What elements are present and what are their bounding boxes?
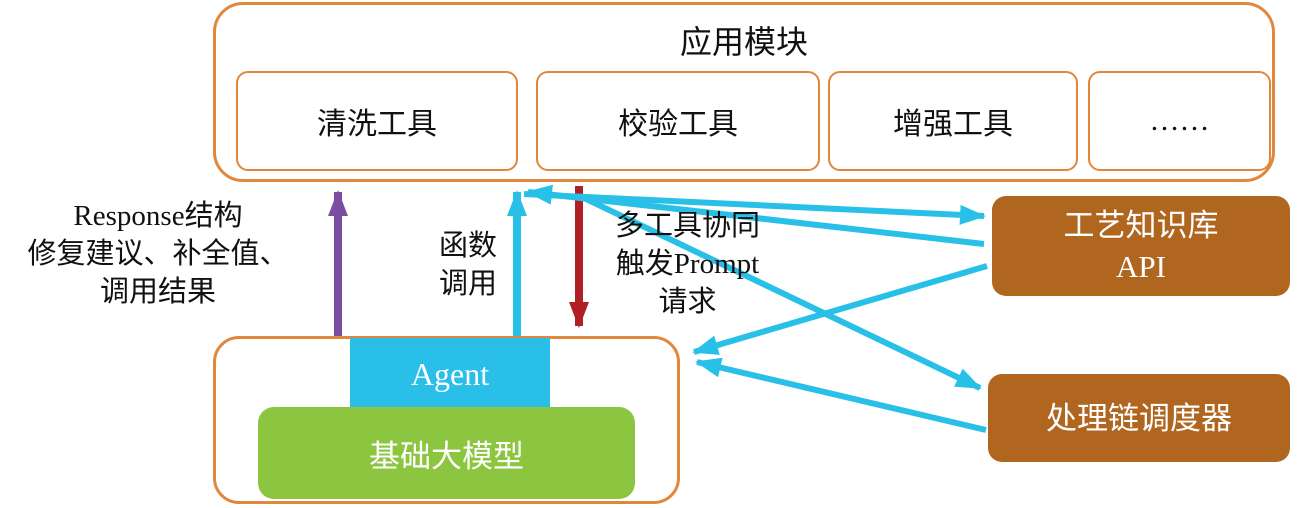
scheduler-label: 处理链调度器 [1046, 400, 1232, 436]
response-annotation-line3: 调用结果 [99, 276, 216, 308]
app-module-title: 应用模块 [679, 24, 808, 60]
knowledge-api-label-line1: 工艺知识库 [1063, 208, 1219, 243]
scheduler-box: 处理链调度器 [988, 374, 1290, 462]
tool-ellipsis-label: …… [1149, 104, 1210, 137]
prompt-annotation-line1: 多工具协同 [614, 210, 760, 242]
arrow-scheduler-to-agent [695, 357, 987, 433]
prompt-annotation-line3: 请求 [658, 286, 717, 318]
tool-box-cleaning: 清洗工具 [236, 71, 518, 171]
agent-box: Agent [350, 338, 550, 410]
prompt-annotation-line2: 触发Prompt [615, 248, 760, 280]
function-call-annotation-line2: 调用 [438, 268, 497, 300]
response-annotation-line2: 修复建议、补全值、 [27, 238, 289, 270]
tool-box-validation: 校验工具 [536, 71, 820, 171]
tool-validation-label: 校验工具 [618, 108, 738, 141]
function-call-annotation-line1: 函数 [438, 230, 497, 262]
agent-label: Agent [410, 355, 490, 392]
tool-box-ellipsis: …… [1088, 71, 1271, 171]
tool-box-enhancement: 增强工具 [828, 71, 1078, 171]
response-annotation: Response结构 修复建议、补全值、 调用结果 [2, 197, 314, 311]
tool-cleaning-label: 清洗工具 [317, 108, 437, 141]
knowledge-api-label-line2: API [1116, 249, 1166, 284]
response-annotation-line1: Response结构 [73, 200, 243, 232]
tool-enhancement-label: 增强工具 [893, 108, 1013, 141]
base-model-box: 基础大模型 [258, 407, 635, 499]
function-call-annotation: 函数 调用 [420, 227, 516, 303]
base-model-label: 基础大模型 [369, 438, 524, 474]
prompt-annotation: 多工具协同 触发Prompt 请求 [580, 207, 795, 321]
knowledge-api-box: 工艺知识库 API [992, 196, 1290, 296]
app-module-container: 应用模块 清洗工具 校验工具 增强工具 …… [213, 2, 1275, 182]
